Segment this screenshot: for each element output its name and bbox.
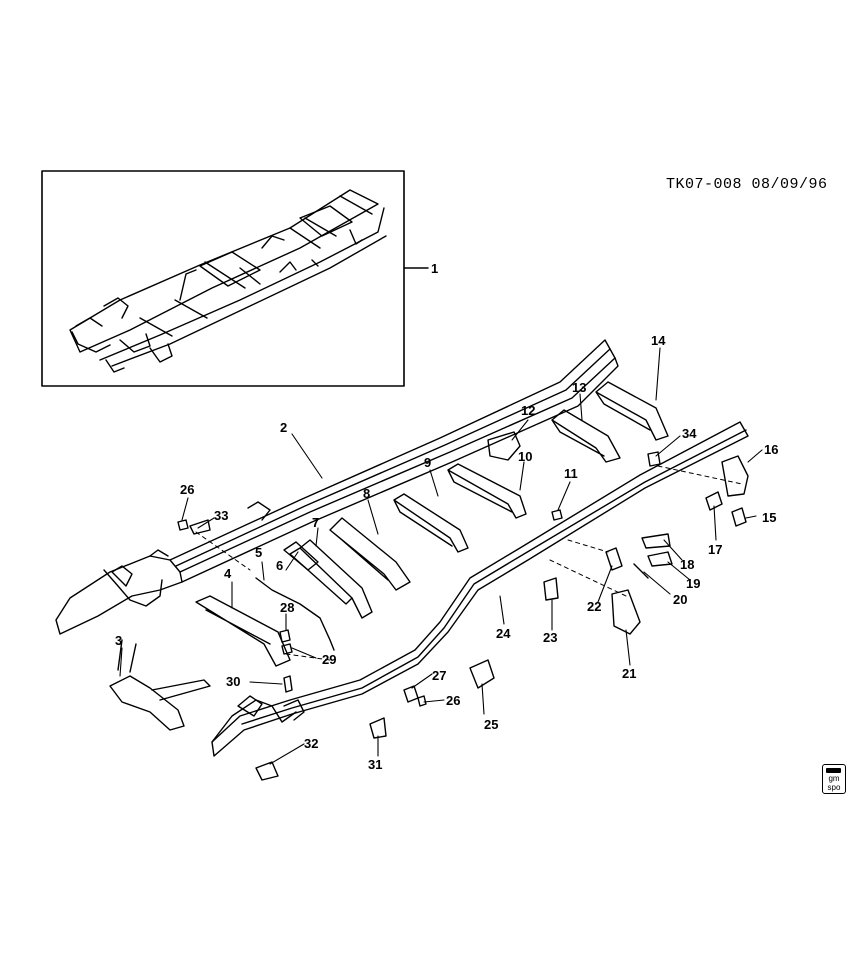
callout-4: 4: [224, 566, 232, 581]
callout-16: 16: [764, 442, 778, 457]
gm-spo-logo: gm spo: [822, 764, 846, 794]
callout-14: 14: [651, 333, 666, 348]
callout-6: 6: [276, 558, 283, 573]
callout-11: 11: [564, 466, 578, 481]
brackets-hardware: [109, 431, 749, 781]
frame-rail-right: [211, 421, 749, 757]
callout-1: 1: [431, 261, 438, 276]
reference-code: TK07-008 08/09/96: [666, 176, 828, 193]
callout-34: 34: [682, 426, 697, 441]
callout-24: 24: [496, 626, 511, 641]
callout-25: 25: [484, 717, 498, 732]
callout-17: 17: [708, 542, 722, 557]
crossmembers: [289, 381, 669, 619]
callout-13: 13: [572, 380, 586, 395]
callout-28: 28: [280, 600, 294, 615]
callout-7: 7: [312, 515, 319, 530]
callout-9: 9: [424, 455, 431, 470]
logo-line2: spo: [827, 783, 841, 792]
callout-29: 29: [322, 652, 336, 667]
callout-22: 22: [587, 599, 601, 614]
callout-8: 8: [363, 486, 370, 501]
callout-5: 5: [255, 545, 262, 560]
callout-15: 15: [762, 510, 776, 525]
callout-3: 3: [115, 633, 122, 648]
frame-rail-left: [55, 339, 619, 635]
logo-line1: gm: [828, 774, 840, 783]
callout-26b: 26: [446, 693, 460, 708]
callout-labels: 1 2 3 4 5 6 7 8 9 10 11 12 13 14 15 16 1…: [115, 261, 778, 772]
callout-21: 21: [622, 666, 636, 681]
callout-30: 30: [226, 674, 240, 689]
leader-lines: [119, 347, 763, 765]
callout-18: 18: [680, 557, 694, 572]
callout-31: 31: [368, 757, 382, 772]
logo-cap: [826, 768, 841, 773]
callout-33: 33: [214, 508, 228, 523]
callout-19: 19: [686, 576, 700, 591]
inset-frame-assembly: [41, 170, 429, 387]
callout-2: 2: [280, 420, 287, 435]
callout-23: 23: [543, 630, 557, 645]
callout-32: 32: [304, 736, 318, 751]
callout-27: 27: [432, 668, 446, 683]
callout-10: 10: [518, 449, 532, 464]
callout-26a: 26: [180, 482, 194, 497]
callout-20: 20: [673, 592, 687, 607]
callout-12: 12: [521, 403, 535, 418]
